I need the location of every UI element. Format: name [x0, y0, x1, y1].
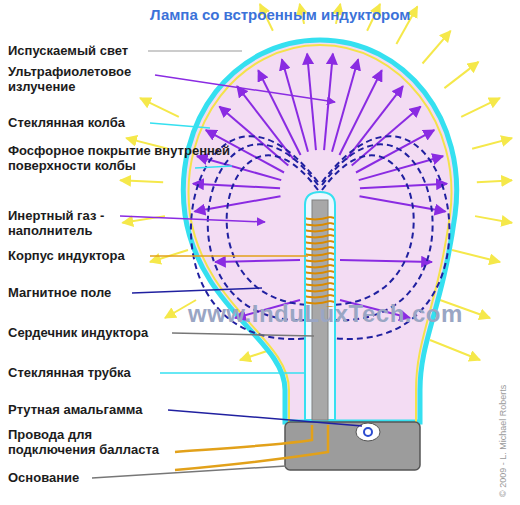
ray	[140, 98, 179, 117]
ray	[477, 180, 512, 182]
ray	[195, 196, 281, 211]
amalgam-label: Ртутная амальгамма	[8, 402, 143, 417]
diagram-title: Лампа со встроенным индуктором	[150, 6, 410, 24]
ray	[240, 350, 270, 360]
ray	[461, 98, 500, 117]
inductor-coil	[306, 215, 334, 307]
base-label: Основание	[8, 470, 79, 485]
ray	[120, 180, 163, 182]
bulb-label: Стеклянная колба	[8, 115, 125, 130]
emitted-light-label: Испускаемый свет	[8, 43, 128, 58]
ray	[472, 138, 512, 149]
ray	[332, 59, 358, 152]
ray	[340, 260, 432, 262]
magnetic-field-label: Магнитное поле	[8, 285, 111, 300]
phosphor-coating	[189, 45, 452, 422]
watermark: www.InduLuxTech.com	[188, 300, 463, 328]
ray	[346, 86, 403, 159]
ray	[215, 260, 300, 262]
tube-label: Стеклянная трубка	[8, 365, 131, 380]
glass-bulb	[183, 40, 456, 422]
ray	[360, 184, 447, 188]
core-label: Сердечник индуктора	[8, 325, 148, 340]
ray	[258, 70, 300, 155]
ray	[475, 216, 512, 223]
ray	[282, 59, 308, 152]
uv-arrows	[193, 54, 447, 318]
ray	[444, 62, 478, 88]
mercury-amalgam	[364, 428, 372, 436]
ray	[452, 250, 500, 262]
gas-label: Инертный газ - наполнитель	[8, 208, 126, 238]
wires-label: Провода для подключения балласта	[8, 427, 173, 457]
ray	[307, 54, 316, 150]
ray	[193, 184, 280, 188]
ray	[430, 340, 480, 360]
uv-label: Ультрафиолетовое излучение	[8, 64, 158, 94]
ray	[423, 31, 451, 64]
lamp-base	[285, 422, 420, 470]
inductor-housing-label: Корпус индуктора	[8, 248, 125, 263]
phosphor-label: Фосфорное покрытие внутренней поверхност…	[8, 143, 233, 173]
copyright-note: © 2009 - L. Michael Roberts	[498, 385, 508, 497]
ballast-wires	[175, 425, 328, 470]
